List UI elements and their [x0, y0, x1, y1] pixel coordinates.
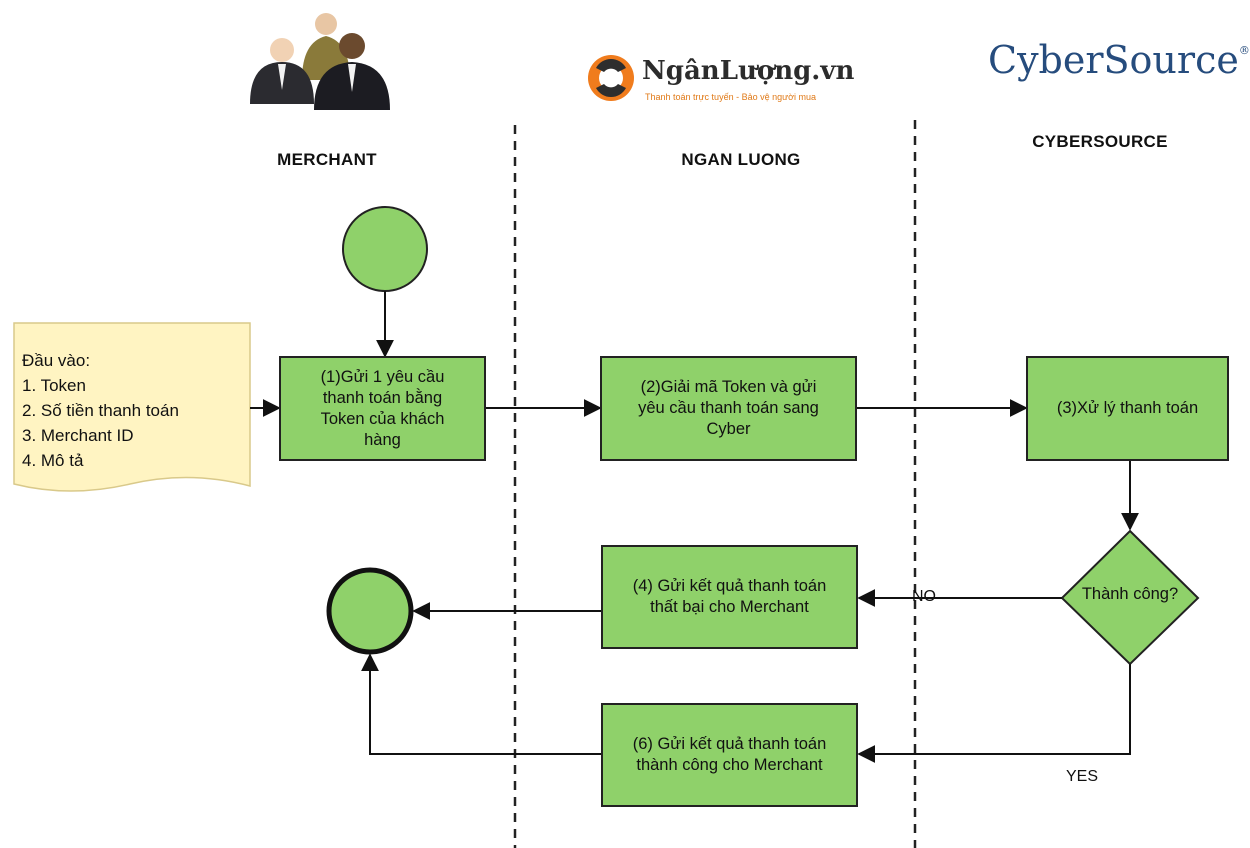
cybersource-logo: CyberSource®	[988, 38, 1250, 82]
edge-step6-to-end	[361, 653, 601, 755]
input-note-line: 1. Token	[22, 376, 86, 395]
step4-line: thất bại cho Merchant	[650, 598, 809, 616]
input-note-line: 2. Số tiền thanh toán	[22, 401, 179, 420]
lane-title-cybersource: CYBERSOURCE	[1032, 132, 1168, 151]
lane-title-ngan-luong: NGAN LUONG	[681, 150, 801, 169]
step1-line: thanh toán bằng	[322, 388, 443, 407]
step6-box: (6) Gửi kết quả thanh toán thành công ch…	[601, 703, 858, 807]
step2-box: (2)Giải mã Token và gửi yêu cầu thanh to…	[600, 356, 857, 461]
step6-line: thành công cho Merchant	[636, 756, 823, 774]
step1-line: Token của khách	[320, 409, 445, 428]
edge-label-yes: YES	[1066, 768, 1099, 785]
step2-line: (2)Giải mã Token và gửi	[640, 378, 817, 396]
step1-line: hàng	[364, 430, 401, 449]
business-people-icon	[250, 13, 390, 110]
step1-line: (1)Gửi 1 yêu cầu	[320, 367, 445, 386]
cybersource-registered-mark: ®	[1238, 44, 1250, 57]
edge-label-no: NO	[912, 588, 936, 605]
step2-line: Cyber	[706, 420, 751, 438]
step4-line: (4) Gửi kết quả thanh toán	[632, 577, 827, 595]
ngan-luong-logo-icon	[588, 55, 634, 101]
input-note-line: 4. Mô tả	[22, 451, 84, 470]
edge-decision-yes	[857, 664, 1131, 763]
step1-box: (1)Gửi 1 yêu cầu thanh toán bằng Token c…	[279, 356, 486, 461]
input-note-line: Đầu vào:	[22, 351, 91, 370]
end-node	[326, 567, 414, 655]
step3-line: (3)Xử lý thanh toán	[1056, 399, 1199, 417]
step2-line: yêu cầu thanh toán sang	[638, 399, 819, 417]
input-note-shape	[13, 322, 251, 492]
start-node	[342, 206, 428, 292]
step3-box: (3)Xử lý thanh toán	[1026, 356, 1229, 461]
input-note: Đầu vào: 1. Token 2. Số tiền thanh toán …	[22, 348, 179, 473]
ngan-luong-brand: NgânLượng.vn	[642, 56, 855, 86]
step6-line: (6) Gửi kết quả thanh toán	[632, 735, 827, 753]
ngan-luong-tagline: Thanh toán trực tuyến - Bảo vệ người mua	[645, 92, 817, 102]
lane-title-merchant: MERCHANT	[277, 150, 377, 169]
input-note-line: 3. Merchant ID	[22, 426, 134, 445]
decision-label: Thành công?	[1081, 585, 1179, 603]
cybersource-brand: CyberSource	[988, 38, 1239, 82]
step4-box: (4) Gửi kết quả thanh toán thất bại cho …	[601, 545, 858, 649]
